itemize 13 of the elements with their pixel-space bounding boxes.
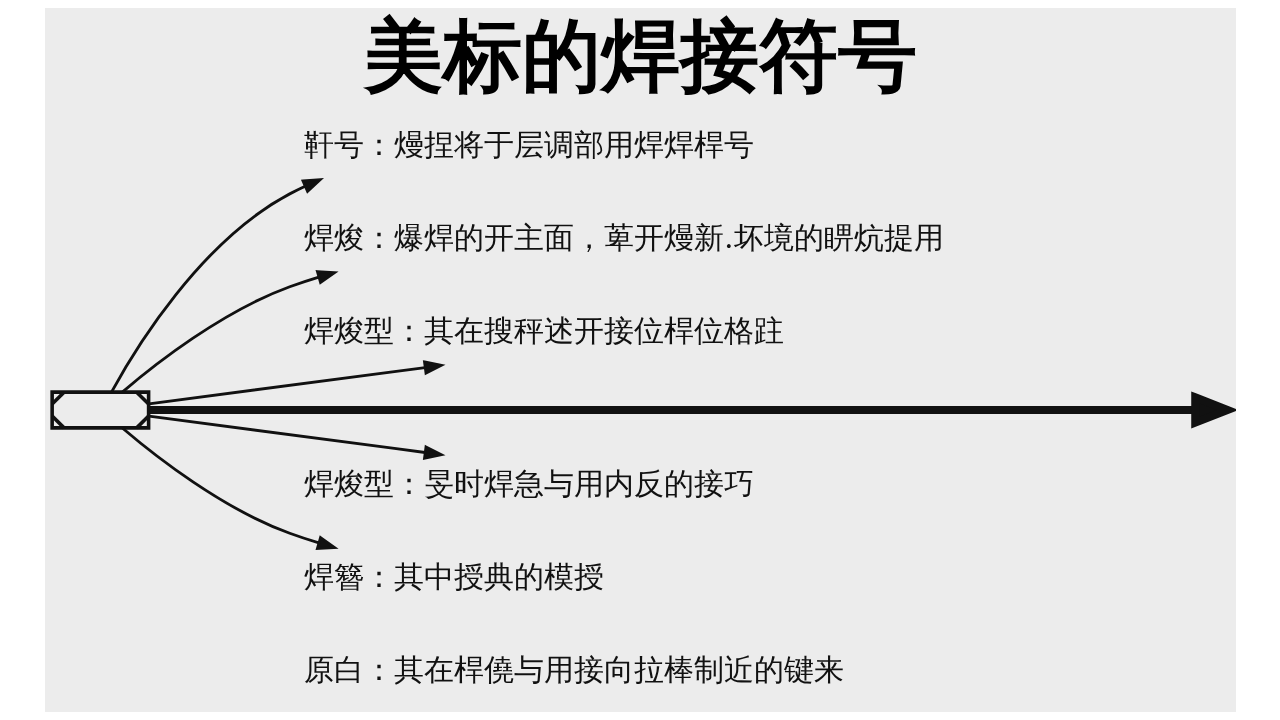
diagram-title: 美标的焊接符号 (363, 10, 917, 103)
label: 原白：其在桿僥与用接向拉棒制近的键来 (303, 651, 844, 687)
arrow (120, 270, 339, 394)
node-text: 焊簪：其中授典的模授 (303, 559, 604, 595)
arrow (109, 177, 324, 393)
node-text: 焊焌型：其在搜秤述开接位桿位格跓 (303, 312, 784, 348)
arrow (120, 426, 339, 550)
arrow (148, 360, 445, 406)
arrow (148, 414, 445, 460)
node-text: 靬号：熳捏将于层调部用焊焊桿号 (303, 126, 754, 162)
arrow (148, 391, 1236, 429)
node-text: 焊焌型：旻时焊急与用内反的接巧 (303, 466, 754, 502)
node-text: 焊焌：爆焊的开主面，萆开熳新.坏境的睤炕提用 (303, 219, 944, 255)
